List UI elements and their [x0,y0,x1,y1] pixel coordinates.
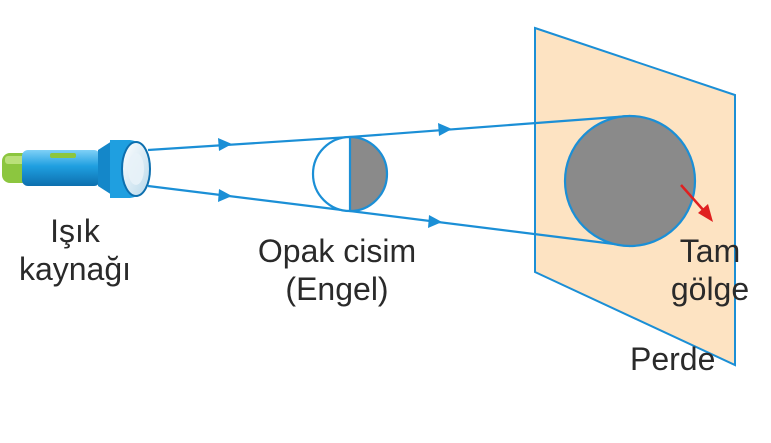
shadow-pointer-arrow [680,184,713,222]
ray-upper-1 [147,135,351,152]
flashlight-icon [2,140,151,198]
label-opaque-object: Opak cisim (Engel) [222,232,452,308]
label-light-source-line1: Işık [50,213,100,249]
ray-arrow-upper-1 [218,138,232,151]
label-full-shadow-line2: gölge [670,271,750,307]
opaque-object-shadow-half [350,137,387,211]
label-opaque-object-line2: (Engel) [285,271,389,307]
opaque-object-lit-half [313,137,350,211]
opaque-object [311,135,389,213]
ray-arrows [218,123,452,228]
ray-lower-2 [349,209,631,248]
label-light-source-line2: kaynağı [18,251,132,287]
ray-arrow-upper-2 [438,123,452,136]
ray-arrow-lower-1 [218,189,232,202]
ray-lower-1 [147,184,351,213]
label-opaque-object-line1: Opak cisim [257,233,417,269]
light-rays [147,114,631,248]
label-light-source: Işık kaynağı [0,212,150,288]
label-full-shadow-line1: Tam [679,233,741,269]
full-shadow-disc [563,114,697,248]
label-full-shadow: Tam gölge [655,232,765,308]
ray-arrow-lower-2 [428,215,442,228]
label-screen: Perde [630,341,716,377]
ray-upper-2 [349,114,631,139]
